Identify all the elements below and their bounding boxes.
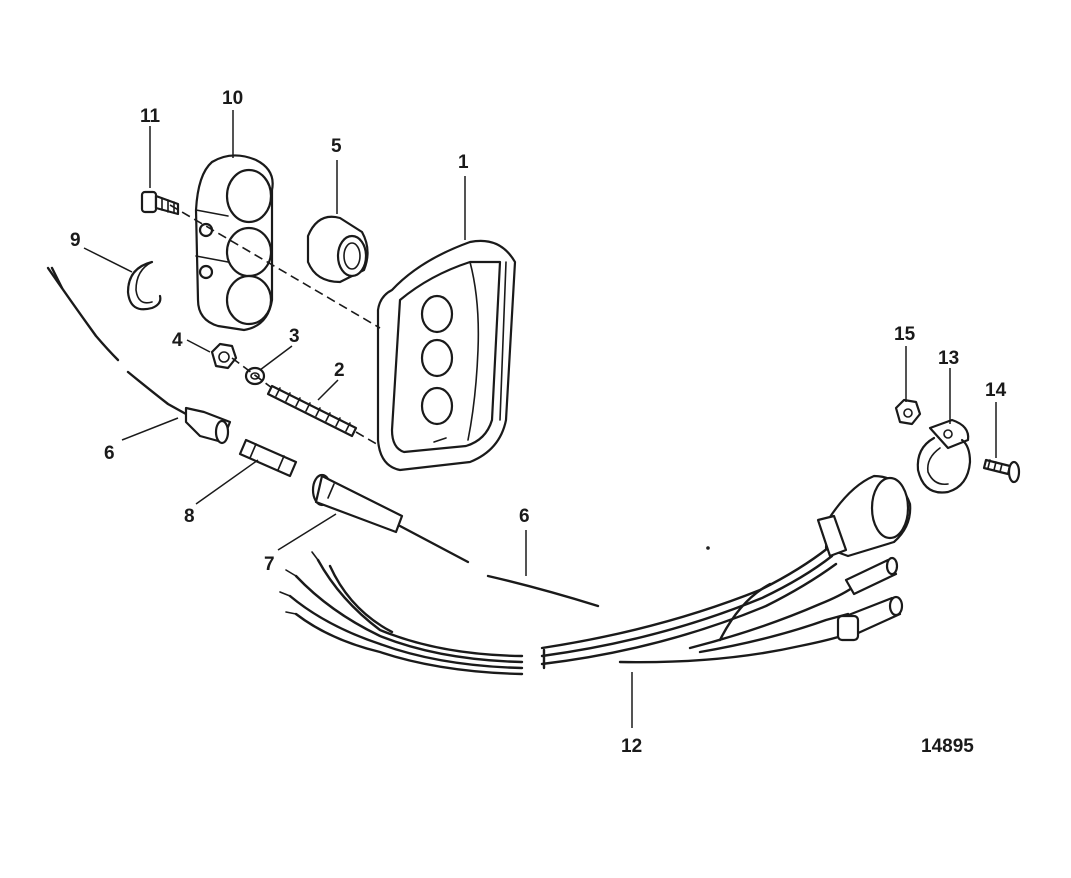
threaded-stud-part-2 (266, 384, 358, 438)
washer-part-3 (244, 366, 266, 386)
wire-part-6-left (46, 266, 232, 445)
callout-15: 15 (894, 324, 916, 345)
switch-housing-part-1 (376, 239, 517, 472)
fuse-holder-part-7 (311, 473, 470, 564)
callout-1: 1 (458, 152, 469, 173)
assembly-line (355, 431, 381, 447)
callout-14: 14 (985, 380, 1007, 401)
callout-4: 4 (172, 330, 183, 351)
nut-part-15 (894, 398, 922, 426)
callout-11: 11 (140, 106, 161, 127)
callout-2: 2 (334, 360, 345, 381)
clamp-part-13 (916, 418, 972, 494)
callout-3: 3 (289, 326, 300, 347)
fuse-part-8 (238, 438, 298, 478)
callout-7: 7 (264, 554, 275, 575)
callout-5: 5 (331, 136, 342, 157)
callout-8: 8 (184, 506, 195, 527)
wiring-harness-part-12 (279, 474, 912, 676)
retaining-clip-part-9 (126, 260, 162, 311)
callout-6-right: 6 (519, 506, 530, 527)
callout-9: 9 (70, 230, 81, 251)
callout-12: 12 (621, 736, 642, 757)
callout-10: 10 (222, 88, 243, 109)
assembly-line (231, 357, 273, 389)
screw-part-11 (140, 190, 180, 216)
leader-lines (83, 110, 997, 728)
callout-6-left: 6 (104, 443, 115, 464)
assembly-line (169, 204, 381, 329)
push-button-part-5 (306, 215, 369, 284)
callout-13: 13 (938, 348, 959, 369)
screw-part-14 (982, 458, 1021, 484)
callout-labels: 1 2 3 4 5 6 6 7 8 9 10 11 12 13 14 15 14… (70, 88, 1007, 757)
figure-reference-number: 14895 (921, 736, 974, 757)
wire-part-6-right (486, 574, 600, 608)
nut-part-4 (210, 342, 238, 370)
